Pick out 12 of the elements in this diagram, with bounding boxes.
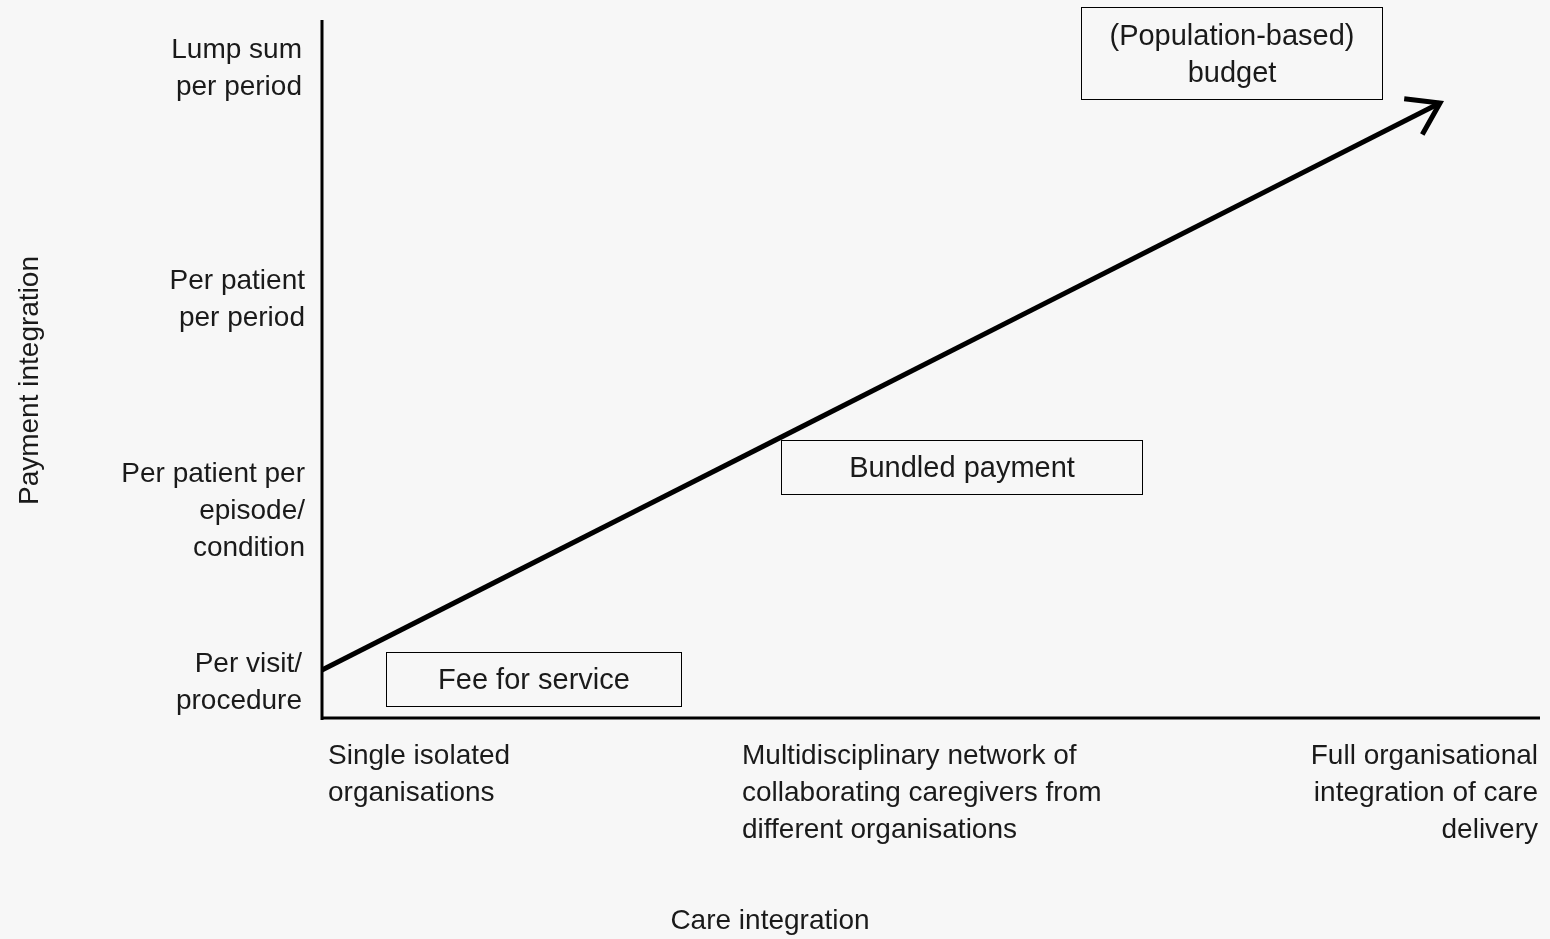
tick-label: Per patient per episode/ condition xyxy=(120,456,305,564)
payment-box: Fee for service xyxy=(386,652,682,707)
tick-label: Lump sum per period xyxy=(170,32,302,103)
tick-label: Multidisciplinary network of collaborating caregivers from different organisations xyxy=(742,738,1103,846)
payment-box: Bundled payment xyxy=(781,440,1143,495)
tick-label: Per patient per period xyxy=(168,263,305,334)
tick-label: Per visit/ procedure xyxy=(174,646,302,717)
axis-title: Payment integration xyxy=(11,255,45,508)
tick-label: Full organisational integration of care delivery xyxy=(1309,738,1538,846)
axis-title: Care integration xyxy=(669,903,871,937)
payment-box: (Population-based) budget xyxy=(1081,7,1383,100)
tick-label: Single isolated organisations xyxy=(328,738,512,809)
